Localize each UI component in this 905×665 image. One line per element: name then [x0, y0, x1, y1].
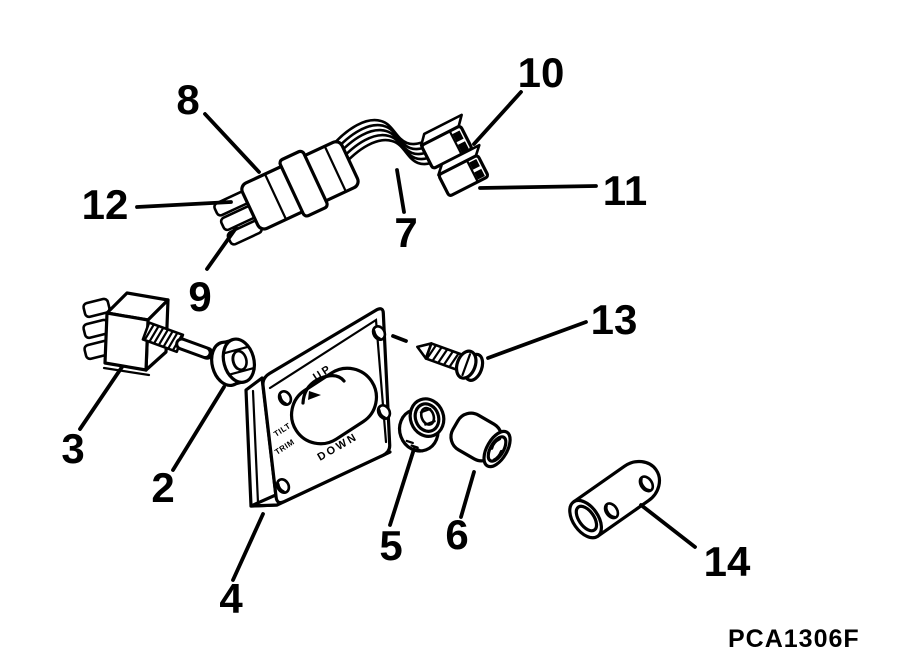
switch-knob: [449, 411, 512, 469]
faceplate-screw-hole: [376, 404, 392, 420]
leader-line-12: [135, 200, 233, 209]
faceplate-slot: [289, 366, 379, 446]
callout-10: 10: [518, 49, 565, 96]
leader-line-5: [388, 447, 416, 527]
screw: [416, 342, 485, 382]
cylinder-hole: [603, 502, 620, 520]
leader-line-9: [205, 226, 238, 271]
figure-code: PCA1306F: [728, 625, 860, 653]
faceplate-slot-recess: [301, 374, 346, 405]
leader-line-3: [78, 365, 124, 431]
faceplate-slot-notch: [308, 391, 321, 400]
callout-7: 7: [394, 209, 417, 256]
leader-line-4: [231, 512, 265, 582]
wire-terminals: [419, 113, 490, 197]
leader-line-2: [171, 385, 226, 472]
leader-line-10: [472, 90, 523, 146]
assembly-axis-dash: [391, 334, 408, 343]
leader-lines: [78, 90, 697, 582]
spacer-cylinder: [568, 459, 662, 540]
connector-collar: [278, 149, 329, 218]
leader-line-6: [459, 470, 476, 519]
callout-3: 3: [61, 425, 84, 472]
leader-line-8: [203, 112, 261, 174]
switch-body-front: [103, 311, 150, 372]
callout-6: 6: [445, 511, 468, 558]
flange-nut: [397, 397, 446, 453]
faceplate-screw-hole: [277, 390, 293, 406]
hex-nut: [210, 337, 256, 388]
callout-11: 11: [603, 167, 647, 214]
cylinder-hole: [638, 475, 655, 493]
callout-14: 14: [704, 538, 751, 585]
callout-13: 13: [591, 296, 638, 343]
faceplate-screw-hole: [371, 325, 387, 341]
switch-terminal-tab: [82, 297, 111, 319]
toggle-switch: [82, 291, 214, 377]
leader-line-7: [395, 168, 406, 214]
leader-line-11: [478, 184, 598, 190]
callout-4: 4: [219, 575, 243, 622]
connector-seam: [264, 173, 287, 220]
callout-labels: 8 10 12 11 7 9 3 2 4 5 6 13 14: [61, 49, 751, 622]
callout-8: 8: [176, 76, 199, 123]
leader-line-13: [486, 320, 588, 360]
callout-5: 5: [379, 522, 402, 569]
connector-seam: [324, 146, 347, 192]
leader-line-14: [639, 503, 697, 549]
faceplate-screw-hole: [275, 478, 291, 494]
faceplate: UP DOWN TILT TRIM: [244, 307, 392, 508]
callout-2: 2: [151, 464, 174, 511]
callout-9: 9: [188, 273, 211, 320]
callout-12: 12: [82, 181, 129, 228]
